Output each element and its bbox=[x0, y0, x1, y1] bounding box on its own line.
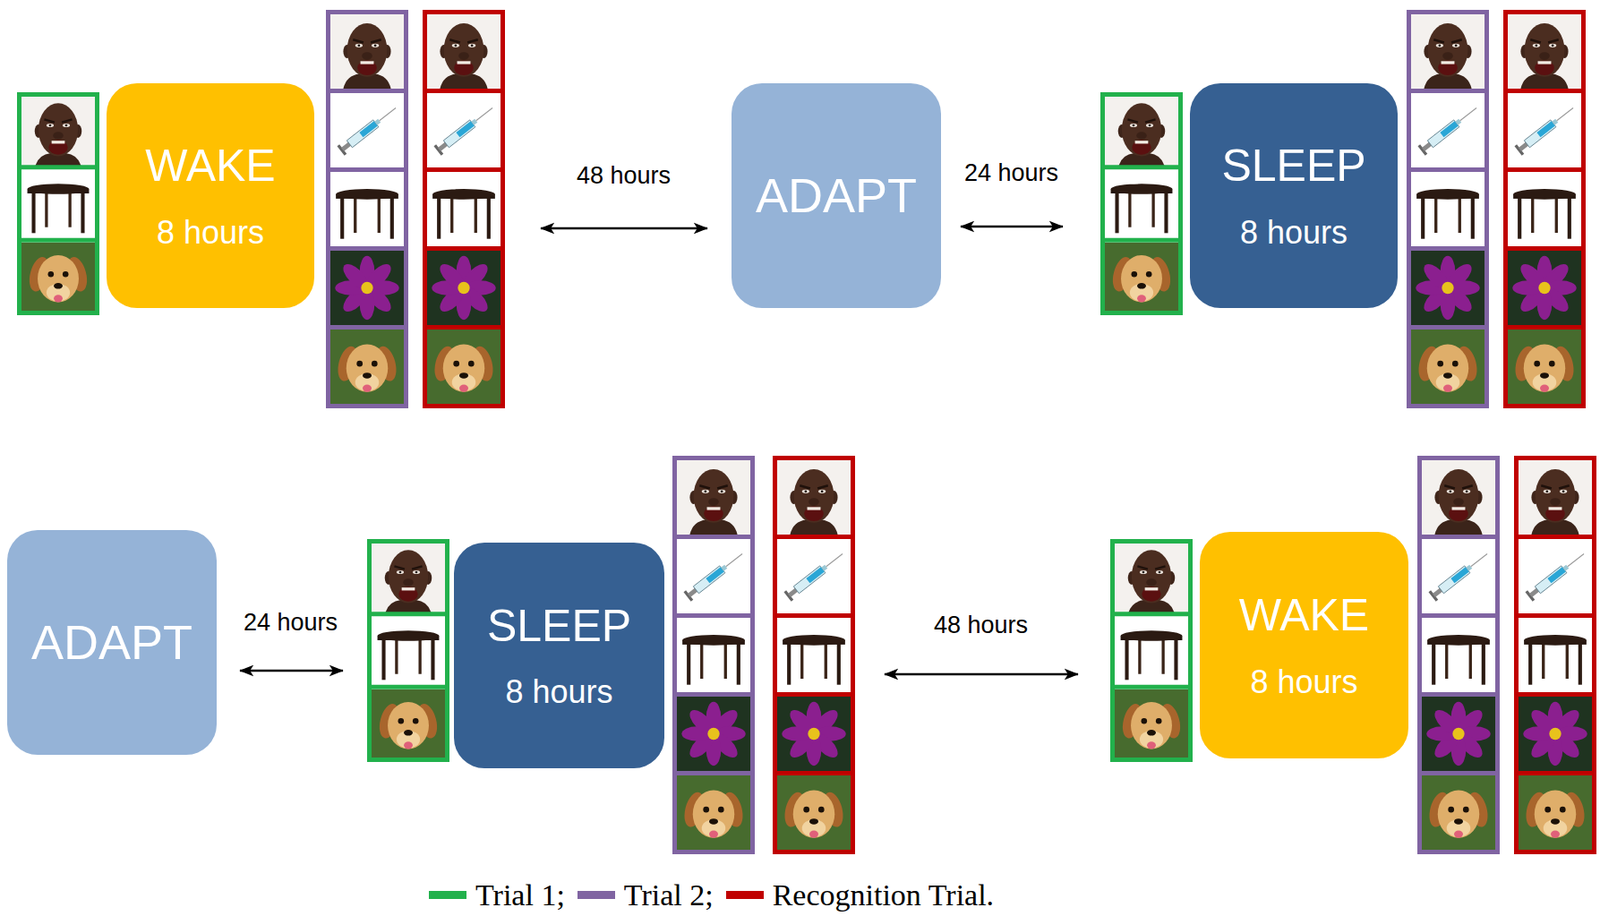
session-duration: 8 hours bbox=[1240, 213, 1348, 251]
legend-entry: Trial 2; bbox=[577, 877, 714, 913]
trial2-images bbox=[1409, 12, 1488, 407]
interval-label: 24 hours bbox=[964, 159, 1059, 188]
wake-box: WAKE 8 hours bbox=[1199, 531, 1409, 759]
adapt-box: ADAPT bbox=[7, 530, 217, 755]
interval-arrow bbox=[239, 669, 343, 673]
session-name: ADAPT bbox=[31, 614, 193, 670]
recognition-images bbox=[1516, 458, 1595, 853]
legend-entry: Trial 1; bbox=[428, 877, 565, 913]
legend-text: Trial 2; bbox=[624, 877, 714, 913]
sleep-box: SLEEP 8 hours bbox=[1189, 83, 1398, 309]
legend: Trial 1; Trial 2; Recognition Trial. bbox=[428, 877, 1007, 913]
recognition-images bbox=[1505, 12, 1584, 407]
legend-swatch bbox=[726, 890, 764, 899]
session-duration: 8 hours bbox=[156, 213, 265, 251]
legend-entry: Recognition Trial. bbox=[726, 877, 994, 913]
recognition-images bbox=[775, 458, 854, 853]
trial1-images bbox=[1103, 94, 1181, 315]
session-name: SLEEP bbox=[487, 600, 632, 653]
session-name: WAKE bbox=[145, 140, 275, 193]
session-duration: 8 hours bbox=[504, 673, 613, 711]
legend-swatch bbox=[577, 890, 616, 899]
trial1-images bbox=[1112, 541, 1191, 762]
interval-label: 48 hours bbox=[576, 162, 671, 190]
interval-label: 48 hours bbox=[933, 611, 1028, 640]
session-name: ADAPT bbox=[755, 167, 917, 223]
trial2-images bbox=[328, 12, 407, 407]
sleep-box: SLEEP 8 hours bbox=[453, 542, 665, 769]
trial1-images bbox=[369, 541, 448, 762]
wake-box: WAKE 8 hours bbox=[106, 83, 315, 309]
adapt-box: ADAPT bbox=[731, 83, 942, 309]
interval-arrow bbox=[884, 673, 1079, 676]
legend-text: Recognition Trial. bbox=[772, 877, 994, 913]
session-name: SLEEP bbox=[1221, 140, 1366, 193]
trial2-images bbox=[675, 458, 753, 853]
trial2-images bbox=[1420, 458, 1498, 853]
interval-arrow bbox=[960, 225, 1063, 229]
legend-swatch bbox=[428, 890, 467, 899]
interval-label: 24 hours bbox=[243, 608, 338, 637]
session-name: WAKE bbox=[1239, 590, 1369, 642]
legend-text: Trial 1; bbox=[475, 877, 565, 913]
session-duration: 8 hours bbox=[1249, 663, 1358, 701]
recognition-images bbox=[425, 12, 504, 407]
trial1-images bbox=[19, 94, 98, 315]
interval-arrow bbox=[540, 227, 708, 231]
